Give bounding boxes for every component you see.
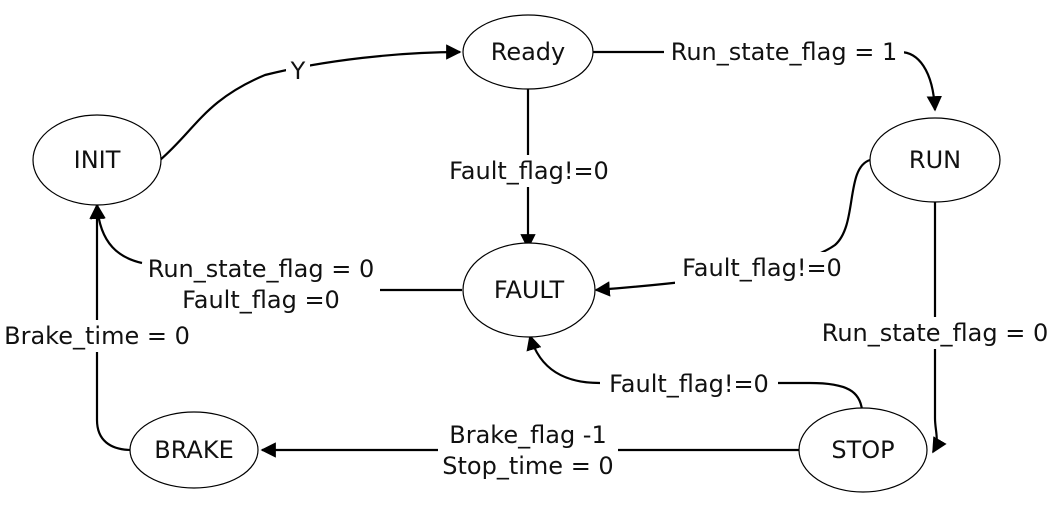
label-ready-to-fault: Fault_flag!=0: [449, 157, 609, 185]
edge-brake-to-init: [89, 203, 133, 452]
label-run-to-fault: Fault_flag!=0: [682, 254, 842, 282]
label-init-to-ready: Y: [290, 57, 306, 85]
state-fault-label: FAULT: [494, 276, 565, 304]
state-fault: FAULT: [462, 242, 596, 338]
state-brake: BRAKE: [129, 411, 259, 489]
state-run: RUN: [869, 117, 1001, 203]
label-ready-to-run: Run_state_flag = 1: [671, 38, 898, 66]
label-stop-to-fault: Fault_flag!=0: [609, 370, 769, 398]
label-stop-to-brake-line1: Brake_flag -1: [449, 421, 606, 449]
state-init-label: INIT: [74, 146, 121, 174]
edge-run-to-stop: [932, 202, 947, 454]
label-fault-to-init-line2: Fault_flag =0: [182, 286, 340, 314]
state-stop-label: STOP: [831, 436, 894, 464]
state-ready-label: Ready: [491, 38, 566, 66]
state-stop: STOP: [798, 407, 928, 493]
label-fault-to-init-line1: Run_state_flag = 0: [148, 255, 375, 283]
label-run-to-stop: Run_state_flag = 0: [822, 319, 1049, 347]
label-stop-to-brake-line2: Stop_time = 0: [442, 452, 613, 480]
edge-init-to-ready: [159, 44, 462, 161]
state-run-label: RUN: [909, 146, 961, 174]
state-brake-label: BRAKE: [154, 436, 234, 464]
state-init: INIT: [32, 114, 162, 206]
state-ready: Ready: [462, 14, 594, 90]
label-brake-to-init: Brake_time = 0: [4, 322, 190, 350]
